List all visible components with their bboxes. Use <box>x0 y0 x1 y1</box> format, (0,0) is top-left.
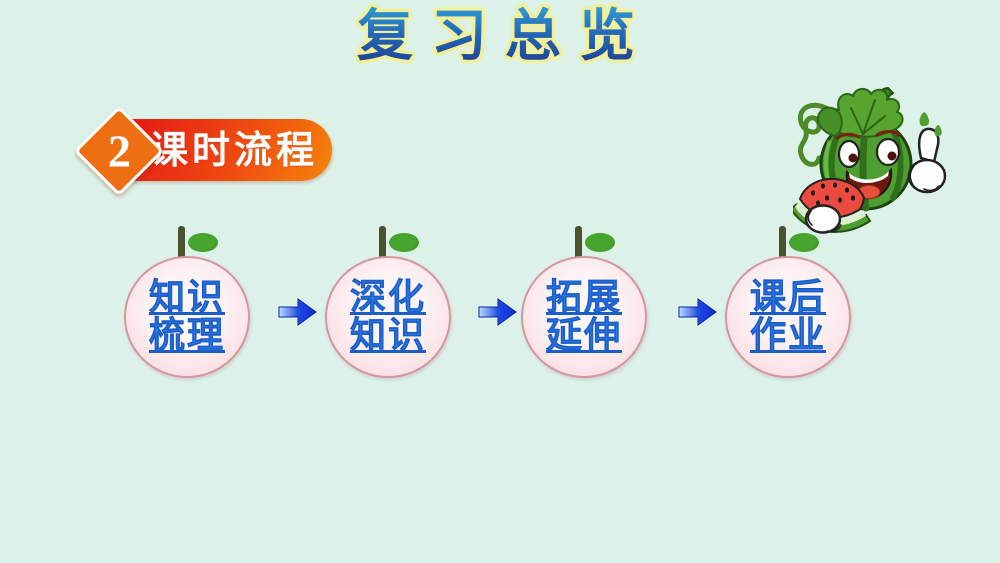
fruit-leaf-icon <box>389 233 419 252</box>
fruit-leaf-icon <box>188 233 218 252</box>
flow-step-circle: 深化 知识 <box>325 256 451 378</box>
flow-arrow-icon <box>478 298 517 326</box>
flow-step: 拓展 延伸 <box>521 226 647 382</box>
flow-step-circle: 知识 梳理 <box>124 256 250 378</box>
page-title: 复习总览 <box>354 1 653 73</box>
section-banner-bar: 课时流程 <box>122 119 332 181</box>
flow-step: 课后 作业 <box>725 226 851 382</box>
fruit-stem <box>779 226 786 262</box>
flow-step-label: 拓展 <box>545 277 622 319</box>
flow-step-label: 作业 <box>749 315 826 356</box>
fruit-stem <box>178 226 185 262</box>
fruit-leaf-icon <box>585 233 615 252</box>
flow-step-label: 深化 <box>349 277 426 319</box>
flow-arrow-icon <box>678 298 717 326</box>
watermelon-mascot-icon <box>793 86 947 234</box>
flow-step-label: 梳理 <box>148 315 225 356</box>
flow-step-label: 知识 <box>148 277 225 319</box>
flow-step-label: 知识 <box>349 315 426 356</box>
page-title-text: 复习总览 <box>357 4 653 69</box>
flow-step-label: 课后 <box>749 277 826 319</box>
fruit-leaf-icon <box>789 233 819 252</box>
fruit-stem <box>379 226 386 262</box>
flow-step: 知识 梳理 <box>124 226 250 382</box>
flow-step-label: 延伸 <box>545 315 622 356</box>
flow-step-circle: 课后 作业 <box>725 256 851 378</box>
section-banner-label: 课时流程 <box>149 128 318 172</box>
flow-step-circle: 拓展 延伸 <box>521 256 647 378</box>
fruit-stem <box>575 226 582 262</box>
section-number: 2 <box>107 125 131 176</box>
flow-step: 深化 知识 <box>325 226 451 382</box>
flow-arrow-icon <box>278 298 317 326</box>
